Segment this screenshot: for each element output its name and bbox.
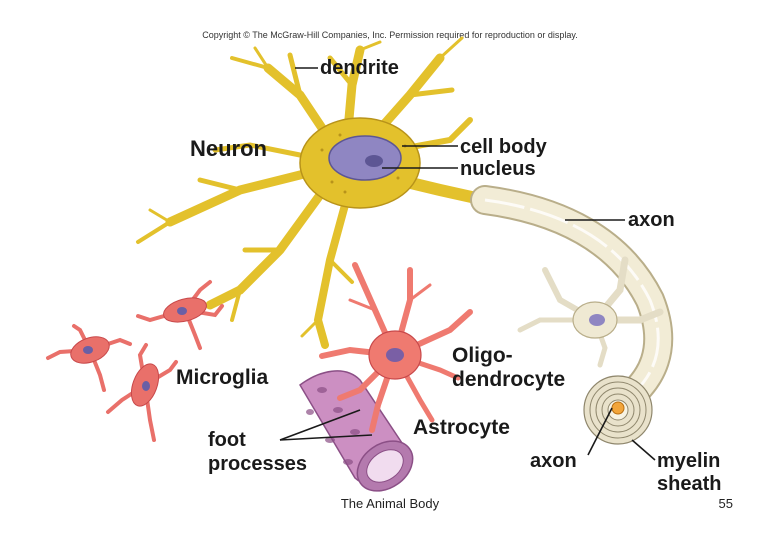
label-myelin-line2: sheath — [657, 473, 721, 495]
myelin-cross-section — [583, 375, 653, 445]
label-foot-line2: processes — [208, 453, 307, 475]
myelinated-axon — [470, 185, 674, 445]
footer-page-number: 55 — [719, 496, 733, 511]
label-cell-body: cell body — [460, 136, 548, 158]
label-oligodendrocyte-line2: dendrocyte — [452, 368, 565, 391]
oligodendrocyte-illustration — [517, 256, 664, 368]
label-foot-line1: foot — [208, 429, 246, 451]
neuron-illustration — [136, 36, 491, 349]
label-dendrite: dendrite — [320, 57, 399, 79]
label-neuron: Neuron — [190, 136, 267, 161]
label-axon-bottom: axon — [530, 450, 577, 472]
copyright-notice: Copyright © The McGraw-Hill Companies, I… — [202, 30, 577, 40]
label-microglia: Microglia — [176, 366, 269, 389]
label-astrocyte: Astrocyte — [413, 416, 510, 439]
label-nucleus: nucleus — [460, 158, 536, 180]
capillary-illustration — [299, 370, 414, 492]
label-myelin-line1: myelin — [657, 450, 720, 472]
leader-lines — [279, 67, 656, 461]
footer-title: The Animal Body — [341, 496, 440, 511]
microglia-illustration — [46, 280, 224, 442]
label-axon-top: axon — [628, 209, 675, 231]
astrocyte-illustration — [319, 262, 473, 433]
label-oligodendrocyte-line1: Oligo- — [452, 344, 513, 367]
